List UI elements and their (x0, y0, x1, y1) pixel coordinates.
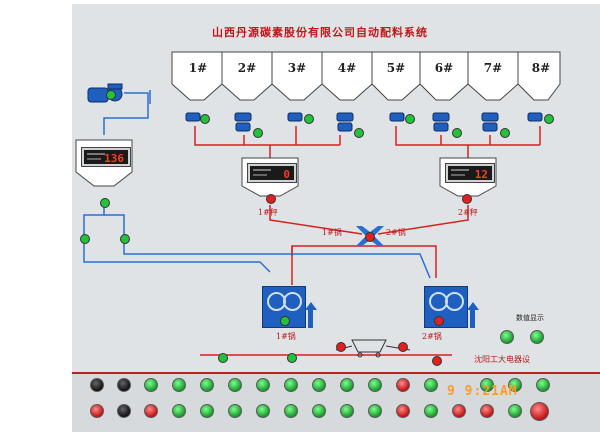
indicator-led (106, 90, 116, 100)
hopper-label-1: 1# (188, 61, 208, 75)
panel-button[interactable] (368, 404, 382, 418)
panel-button[interactable] (172, 378, 186, 392)
scale2-label: 2#秤 (458, 208, 478, 217)
weight-display-scale1: 0 (248, 164, 296, 182)
hopper-row (171, 51, 561, 101)
indicator-led (500, 128, 510, 138)
weight-display-scale2-value: 12 (474, 168, 488, 181)
panel-button[interactable] (228, 378, 242, 392)
indicator-led (462, 194, 472, 204)
panel-button[interactable] (90, 404, 104, 418)
panel-button[interactable] (117, 404, 131, 418)
panel-button[interactable] (117, 378, 131, 392)
panel-title: 山西丹源碳素股份有限公司自动配料系统 (212, 26, 428, 39)
indicator-led (120, 234, 130, 244)
panel-button[interactable] (228, 404, 242, 418)
indicator-led (218, 353, 228, 363)
panel-button[interactable] (312, 378, 326, 392)
weight-display-left-value: 136 (104, 152, 124, 165)
number-display-label: 数值显示 (516, 314, 544, 322)
indicator-led (452, 128, 462, 138)
indicator-led (80, 234, 90, 244)
indicator-led (266, 194, 276, 204)
indicator-led (253, 128, 263, 138)
hopper-label-4: 4# (337, 61, 357, 75)
feeder-motors (185, 112, 543, 132)
hopper-label-3: 3# (287, 61, 307, 75)
indicator-led (405, 114, 415, 124)
weight-display-scale1-value: 0 (283, 168, 290, 181)
panel-button[interactable] (144, 404, 158, 418)
indicator-led (398, 342, 408, 352)
panel-button[interactable] (508, 404, 522, 418)
panel-button[interactable] (396, 378, 410, 392)
panel-button[interactable] (200, 404, 214, 418)
panel-button[interactable] (312, 404, 326, 418)
indicator-led (304, 114, 314, 124)
panel-button[interactable] (200, 378, 214, 392)
mixer-label-1: 1#锅 (322, 228, 342, 237)
panel-button[interactable] (256, 404, 270, 418)
panel-button[interactable] (500, 330, 514, 344)
pot1-label: 1#锅 (276, 332, 296, 341)
panel-button[interactable] (172, 404, 186, 418)
indicator-led (544, 114, 554, 124)
weight-display-scale2: 12 (446, 164, 494, 182)
maker-label: 沈阳工大电器设 (474, 355, 530, 364)
indicator-led (336, 342, 346, 352)
panel-button[interactable] (424, 378, 438, 392)
mixing-pot-2 (424, 286, 468, 328)
scale1-label: 1#秤 (258, 208, 278, 217)
panel-button[interactable] (368, 378, 382, 392)
pump (87, 83, 123, 103)
panel-button[interactable] (424, 404, 438, 418)
indicator-led (365, 232, 375, 242)
hopper-label-5: 5# (386, 61, 406, 75)
panel-button[interactable] (284, 404, 298, 418)
indicator-led (200, 114, 210, 124)
weight-display-left: 136 (82, 148, 130, 166)
red-pipes (194, 126, 541, 356)
mixer-label-2: 2#锅 (386, 228, 406, 237)
indicator-led (432, 356, 442, 366)
panel-button[interactable] (536, 378, 550, 392)
indicator-led (434, 316, 444, 326)
hopper-label-6: 6# (434, 61, 454, 75)
indicator-led (287, 353, 297, 363)
pot2-label: 2#锅 (422, 332, 442, 341)
panel-button[interactable] (452, 404, 466, 418)
indicator-led (354, 128, 364, 138)
panel-button[interactable] (340, 404, 354, 418)
panel-button[interactable] (530, 330, 544, 344)
panel-button[interactable] (340, 378, 354, 392)
panel-button[interactable] (256, 378, 270, 392)
panel-button[interactable] (480, 378, 494, 392)
hopper-label-2: 2# (237, 61, 257, 75)
hopper-label-7: 7# (483, 61, 503, 75)
panel-button[interactable] (508, 378, 522, 392)
indicator-led (280, 316, 290, 326)
panel-button[interactable] (284, 378, 298, 392)
panel-button[interactable] (90, 378, 104, 392)
photo-timestamp: 9 9:21AM (447, 384, 518, 399)
panel-button[interactable] (144, 378, 158, 392)
panel-button[interactable] (480, 404, 494, 418)
emergency-stop-button[interactable] (530, 402, 549, 421)
hopper-label-8: 8# (531, 61, 551, 75)
panel-button[interactable] (396, 404, 410, 418)
indicator-led (100, 198, 110, 208)
